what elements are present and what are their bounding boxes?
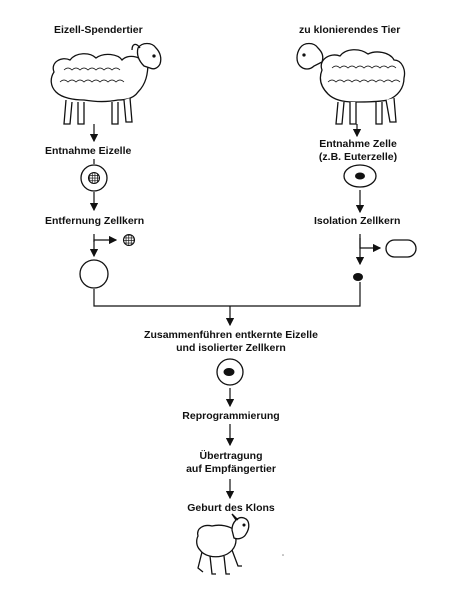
fusion-label: Zusammenführen entkernte Eizelle und iso… (144, 329, 318, 355)
enucleated-egg-icon (79, 259, 109, 289)
reprogramming-label: Reprogrammierung (182, 410, 280, 422)
empty-cell-icon (385, 239, 417, 258)
speck-mark (282, 554, 284, 556)
transfer-label: Übertragung auf Empfängertier (186, 450, 276, 476)
arrow-to-empty-cell (359, 238, 382, 253)
fused-cell-icon (216, 358, 244, 386)
clone-sheep-label: zu klonierendes Tier (299, 24, 401, 36)
body-cell-with-nucleus-icon (343, 164, 377, 188)
birth-label: Geburt des Klons (187, 502, 275, 514)
cell-retrieval-label: Entnahme Zelle (z.B. Euterzelle) (319, 138, 397, 164)
removed-nucleus-icon (122, 233, 136, 247)
merge-line (93, 282, 361, 307)
fusion-label-line1: Zusammenführen entkernte Eizelle (144, 329, 318, 341)
enucleation-label: Entfernung Zellkern (45, 215, 145, 227)
donor-sheep-icon (50, 42, 162, 125)
cell-retrieval-label-line1: Entnahme Zelle (319, 138, 397, 150)
egg-cell-with-nucleus-icon (80, 164, 108, 192)
egg-retrieval-label: Entnahme Eizelle (45, 145, 132, 157)
cell-retrieval-label-line2: (z.B. Euterzelle) (318, 151, 398, 163)
donor-sheep-label: Eizell-Spendertier (54, 24, 143, 36)
isolated-nucleus-icon (353, 273, 363, 281)
fusion-label-line2: und isolierter Zellkern (176, 342, 286, 354)
lamb-icon (196, 513, 250, 575)
arrow-to-removed-nucleus (93, 235, 118, 245)
transfer-label-line2: auf Empfängertier (186, 463, 276, 475)
nucleus-isolation-label: Isolation Zellkern (314, 215, 401, 227)
clone-sheep-icon (296, 42, 406, 125)
transfer-label-line1: Übertragung (199, 450, 263, 462)
